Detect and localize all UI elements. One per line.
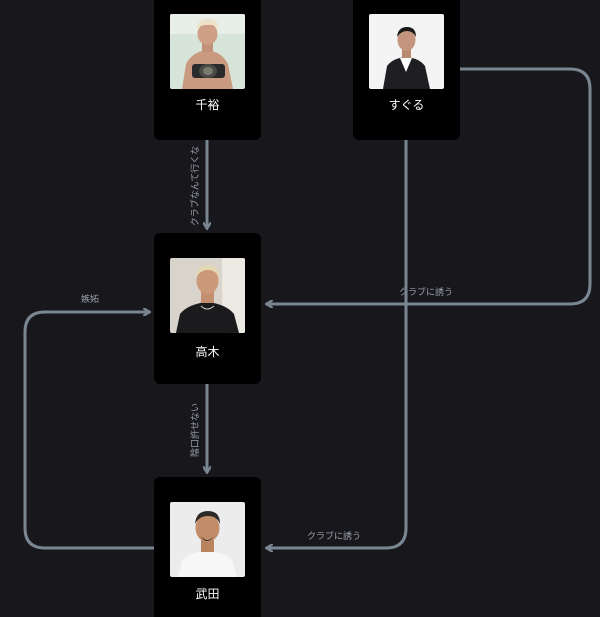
- node-suguru-name: すぐる: [388, 98, 425, 112]
- svg-text:·: ·: [228, 327, 229, 331]
- edge-label-takeda-takagi: 嫉妬: [81, 293, 99, 305]
- edge-suguru-takeda[interactable]: クラブに誘う: [267, 140, 408, 548]
- edge-label-suguru-takeda: クラブに誘う: [307, 530, 361, 542]
- takagi-photo: ·: [170, 258, 245, 333]
- champion-with-belt-icon: [170, 14, 245, 89]
- edge-chihiro-takagi[interactable]: クラブなんて行くな: [189, 140, 207, 228]
- node-suguru[interactable]: すぐる: [353, 0, 460, 140]
- edge-label-suguru-takagi: クラブに誘う: [399, 286, 453, 298]
- node-chihiro[interactable]: 千裕: [154, 0, 261, 140]
- node-takagi[interactable]: · 高木: [154, 233, 261, 384]
- man-in-suit-icon: [369, 14, 444, 89]
- edge-takeda-takagi[interactable]: 嫉妬: [23, 293, 154, 550]
- edge-label-takagi-takeda: 陰口許せない: [189, 403, 201, 457]
- edge-takagi-takeda[interactable]: 陰口許せない: [189, 384, 207, 472]
- node-takagi-name: 高木: [195, 345, 220, 359]
- suguru-photo: [369, 14, 444, 89]
- man-black-shirt-icon: ·: [170, 258, 245, 333]
- takeda-photo: [170, 502, 245, 577]
- edge-label-chihiro-takagi: クラブなんて行くな: [189, 146, 201, 227]
- node-takeda[interactable]: 武田: [154, 477, 261, 617]
- node-chihiro-name: 千裕: [195, 98, 220, 112]
- edge-suguru-takagi[interactable]: クラブに誘う: [267, 67, 592, 304]
- node-takeda-name: 武田: [195, 587, 220, 601]
- chihiro-photo: [170, 14, 245, 89]
- man-white-shirt-icon: [170, 502, 245, 577]
